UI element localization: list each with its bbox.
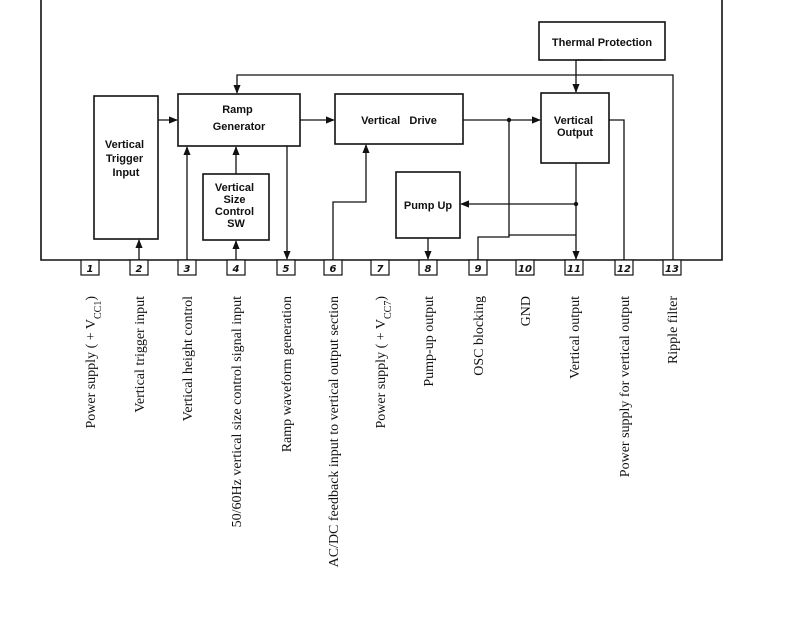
ramp-generator-block: Ramp Generator (177, 93, 301, 147)
pin-label: Vertical height control (181, 296, 196, 421)
vertical-drive-block: Vertical Drive (334, 93, 464, 145)
pin-box (614, 259, 634, 276)
pin-number: 8 (425, 264, 432, 275)
pin-number: 3 (184, 264, 191, 275)
pin-label: AC/DC feedback input to vertical output … (327, 296, 342, 567)
pump-up-label: Pump Up (404, 200, 453, 212)
pin-number: 11 (567, 264, 581, 275)
pin-4: 4 50/60Hz vertical size control signal in… (226, 259, 246, 527)
pin-label: 50/60Hz vertical size control signal inp… (230, 296, 245, 527)
pin-box (80, 259, 100, 276)
pin-label: Power supply ( + VCC7) (374, 296, 394, 429)
pin-label: Ripple filter (666, 296, 681, 364)
pin-number: 7 (377, 264, 384, 275)
vertical-output-label: Vertical Output (554, 115, 596, 139)
vertical-trigger-input-block: Vertical Trigger Input (93, 95, 159, 240)
pin-label: Vertical output (568, 296, 583, 379)
pin-number: 9 (475, 264, 482, 275)
pin-number: 6 (330, 264, 337, 275)
pin-box (276, 259, 296, 276)
pin-label: Pump-up output (422, 296, 437, 387)
pin-box (418, 259, 438, 276)
pin-box (468, 259, 488, 276)
vertical-trigger-input-label: Vertical Trigger Input (105, 139, 147, 179)
pin-label: Ramp waveform generation (280, 296, 295, 452)
pin-label: Vertical trigger input (133, 296, 148, 413)
vertical-size-control-sw-label: Vertical Size Control SW (215, 182, 257, 230)
pin-box (226, 259, 246, 276)
vertical-size-control-sw-block: Vertical Size Control SW (202, 173, 270, 241)
vertical-drive-label: Vertical Drive (361, 115, 437, 127)
pin-6: 6AC/DC feedback input to vertical output… (323, 259, 343, 567)
pin-label: GND (519, 296, 534, 326)
signal-lines (135, 59, 674, 260)
vertical-output-block: Vertical Output (540, 92, 610, 164)
pin-box (515, 259, 535, 276)
pin-box (564, 259, 584, 276)
pin-label: Power supply ( + VCC1) (84, 296, 104, 429)
pin-box (129, 259, 149, 276)
pin-number: 4 (232, 264, 240, 275)
pin-box (662, 259, 682, 276)
thermal-protection-label: Thermal Protection (552, 37, 653, 49)
pin-number: 12 (617, 264, 631, 275)
junction-dot (573, 201, 579, 207)
pin-label: Power supply for vertical output (618, 296, 633, 477)
junction-dot (506, 117, 512, 123)
pump-up-block: Pump Up (395, 171, 461, 239)
pin-number: 10 (518, 264, 532, 275)
pin-box (177, 259, 197, 276)
pin-label: OSC blocking (472, 296, 487, 376)
pin-box (323, 259, 343, 276)
pin-number: 5 (283, 264, 290, 275)
pin-box (370, 259, 390, 276)
pin-number: 1 (87, 264, 94, 275)
pin-number: 2 (136, 264, 143, 275)
ramp-generator-label: Ramp Generator (213, 104, 266, 133)
thermal-protection-block: Thermal Protection (538, 21, 666, 61)
pin-number: 13 (665, 264, 679, 275)
